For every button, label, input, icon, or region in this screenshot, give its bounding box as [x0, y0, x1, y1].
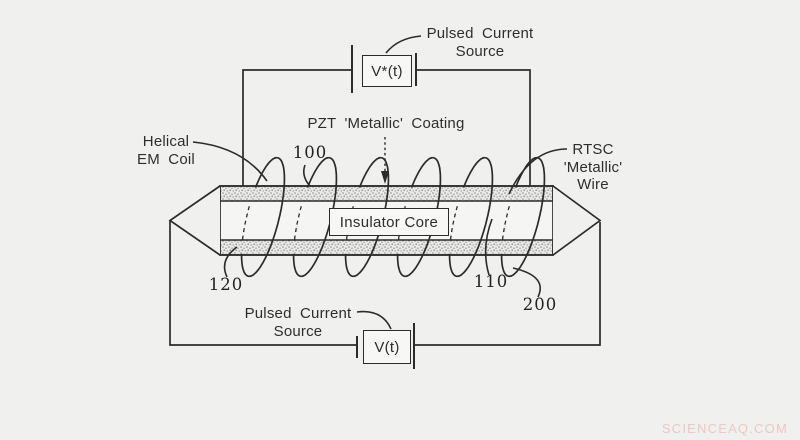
coil-turn-front	[448, 157, 494, 278]
coil-turn-front	[500, 157, 546, 278]
ref-200: 200	[522, 295, 558, 314]
top-source-box-label: V*(t)	[371, 62, 403, 80]
rod-left-cone	[168, 185, 221, 256]
leader-lines	[192, 35, 568, 330]
coil-turn-front	[306, 156, 330, 188]
bottom-source-box: V(t)	[363, 330, 411, 364]
pzt-arrowhead-icon	[381, 171, 389, 184]
coil-turn-front	[292, 157, 338, 278]
helical-label-line1: Helical	[142, 133, 190, 150]
insulator-core-label: Insulator Core	[339, 213, 439, 231]
bottom-source-label: Pulsed Current Source	[223, 305, 373, 340]
coil-turn-front	[240, 157, 286, 278]
top-source-box: V*(t)	[362, 55, 412, 87]
coil-turn-back	[293, 202, 303, 240]
leader-ref-200	[512, 267, 541, 298]
bottom-source-label-line1: Pulsed Current	[244, 305, 352, 322]
bottom-source-label-line2: Source	[273, 322, 323, 340]
coil-turn-back	[449, 202, 459, 240]
pzt-arrow	[381, 137, 389, 184]
bottom-source-terminal-ticks	[356, 323, 415, 369]
ref-100: 100	[292, 143, 328, 162]
coil-turn-front	[396, 157, 442, 278]
coil-turn-back	[241, 202, 251, 240]
leader-ref-110	[484, 218, 493, 276]
ref-110: 110	[473, 272, 509, 291]
coil-turn-front	[410, 156, 434, 188]
leader-helical-coil	[192, 141, 268, 182]
coil-turn-back	[501, 202, 511, 240]
coil-turn-front	[254, 156, 278, 188]
pzt-coating-label: PZT 'Metallic' Coating	[307, 115, 465, 132]
insulator-core-box: Insulator Core	[329, 208, 449, 236]
rtsc-label-line3: Wire	[577, 176, 609, 194]
bottom-circuit-wires	[169, 221, 601, 346]
leader-top-source	[385, 35, 422, 54]
top-source-label: Pulsed Current Source	[405, 25, 555, 60]
coil-turn-front	[514, 156, 538, 188]
top-source-terminal-ticks	[351, 45, 417, 93]
top-source-label-line2: Source	[455, 42, 505, 60]
coil-turn-front	[462, 156, 486, 188]
helical-coil-label: Helical EM Coil	[116, 133, 216, 168]
leader-bottom-source	[356, 310, 392, 330]
rtsc-wire-label: RTSC 'Metallic' Wire	[543, 141, 643, 194]
rtsc-label-line2: 'Metallic'	[563, 158, 623, 176]
leader-rtsc-wire	[508, 148, 568, 195]
ref-120: 120	[208, 275, 244, 294]
rtsc-label-line1: RTSC	[572, 141, 614, 158]
bottom-source-box-label: V(t)	[374, 338, 400, 356]
helical-label-line2: EM Coil	[137, 150, 195, 168]
leader-ref-120	[223, 246, 238, 278]
rod-right-cone	[552, 185, 602, 256]
watermark: SCIENCEAQ.COM	[661, 421, 788, 436]
leader-ref-100	[303, 164, 311, 187]
top-source-label-line1: Pulsed Current	[426, 25, 534, 42]
coil-turn-front	[358, 156, 382, 188]
